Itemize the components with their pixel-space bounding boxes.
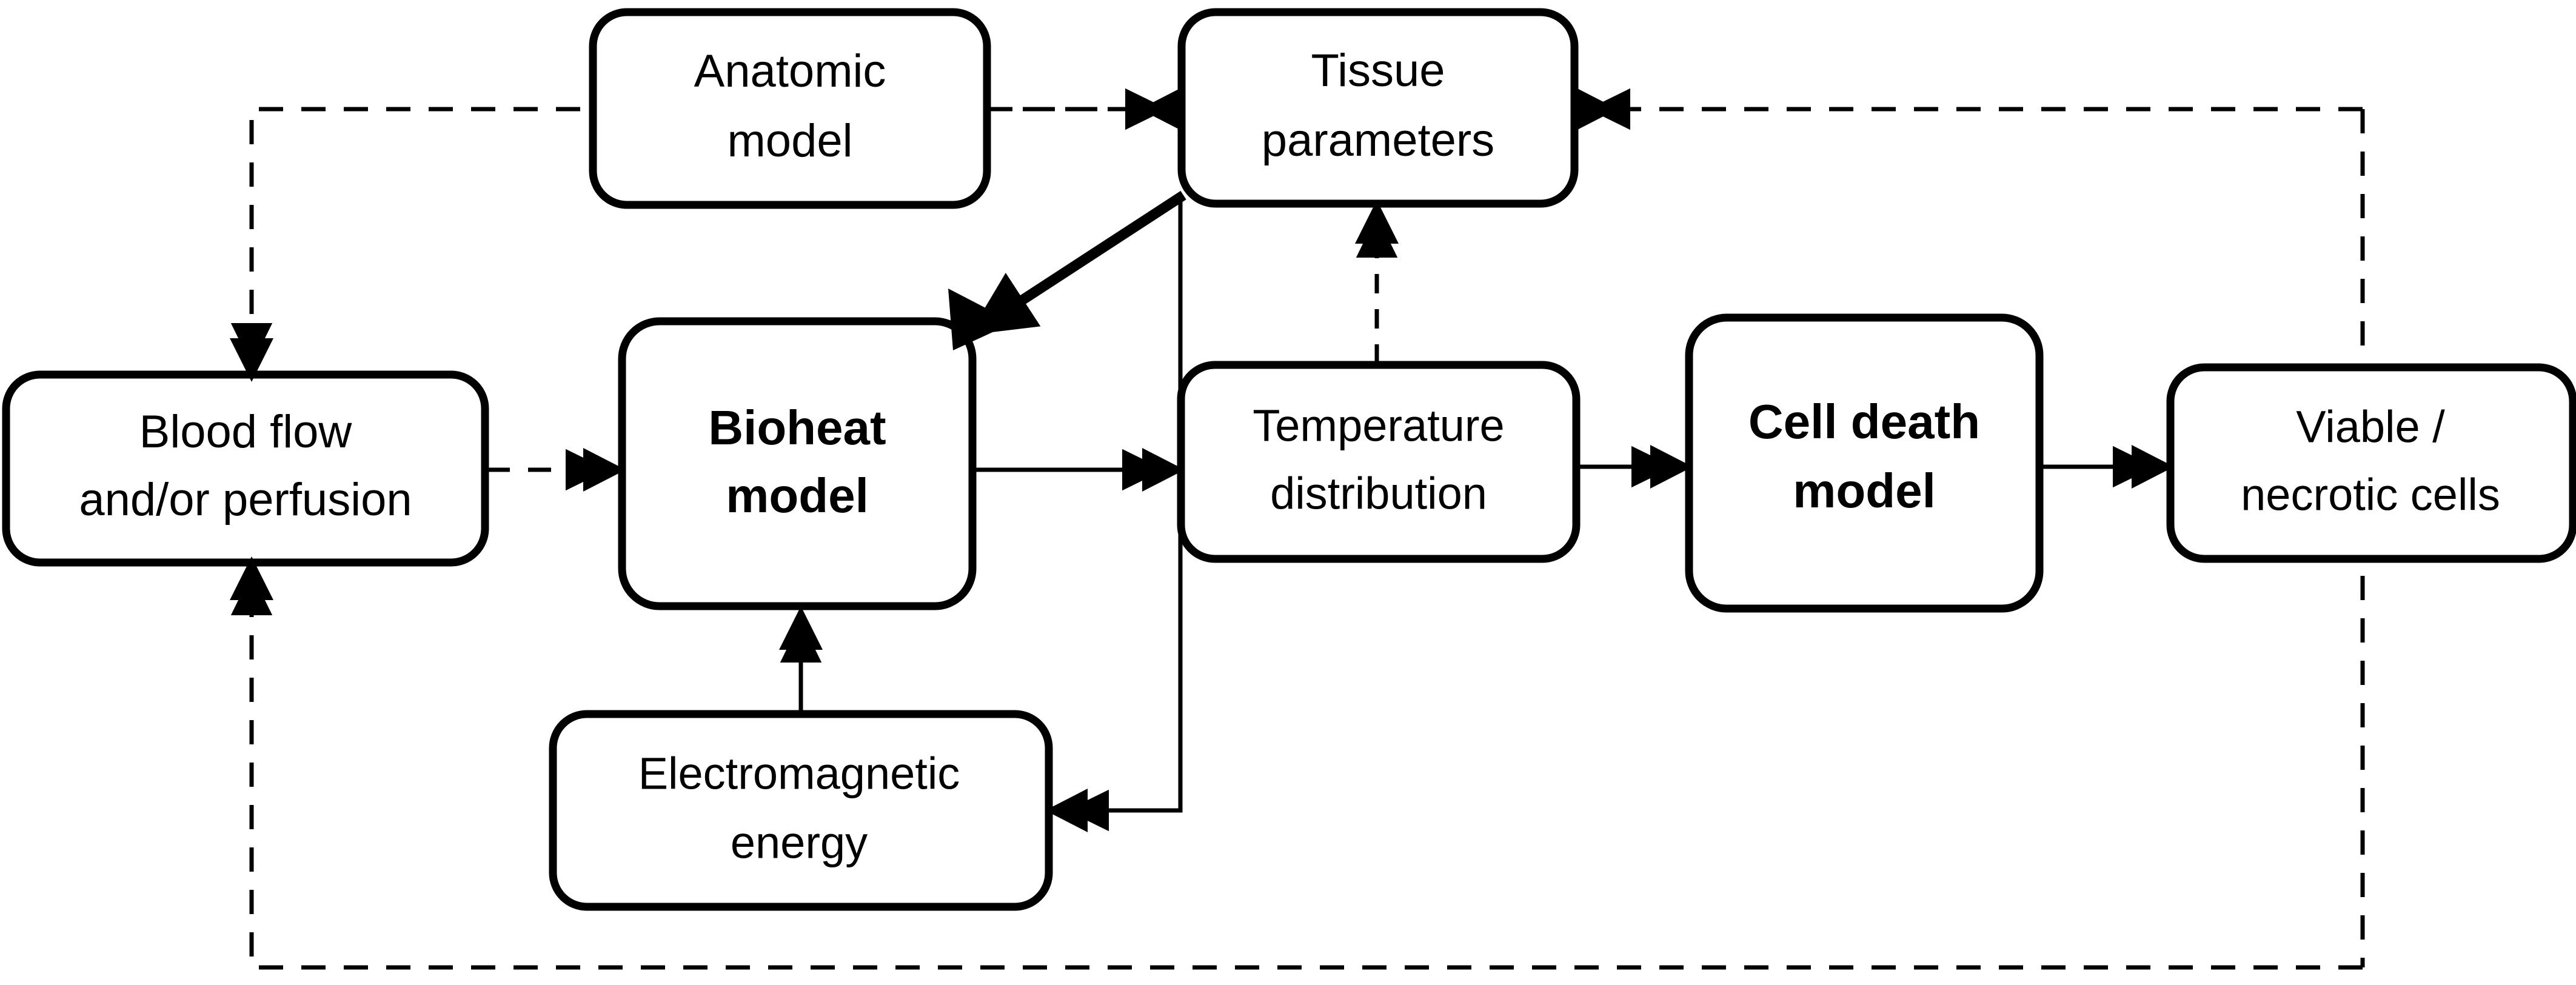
edge-temperature-to-em	[1066, 200, 1183, 832]
node-tissue-parameters-box[interactable]	[1177, 8, 1579, 208]
node-cell-death-model-box[interactable]	[1685, 313, 2044, 613]
arrowhead-into-tissue-bottom	[1355, 200, 1399, 244]
node-bioheat-model-line-1: Bioheat	[708, 401, 886, 455]
edge-tissue-to-bioheat	[968, 190, 1186, 337]
arrowhead-into-bioheat-diagonal	[948, 289, 1014, 350]
arrowhead-into-em-right	[1045, 789, 1088, 832]
node-tissue-parameters-line-2: parameters	[1262, 115, 1494, 166]
arrowhead-into-tissue-left	[1140, 87, 1182, 131]
node-temperature-distribution-line-1: Temperature	[1253, 401, 1504, 451]
node-electromagnetic-energy-line-2: energy	[731, 818, 868, 868]
arrowhead-overlay-layer	[230, 87, 2174, 832]
node-cell-death-model-line-1: Cell death	[1748, 395, 1980, 449]
node-bioheat-model-box[interactable]	[618, 317, 977, 610]
arrowhead-into-temperature-left	[1142, 448, 1185, 492]
node-tissue-parameters[interactable]: Tissue parameters	[1177, 8, 1579, 208]
node-temperature-distribution-line-2: distribution	[1270, 469, 1487, 519]
node-bioheat-model[interactable]: Bioheat model	[618, 317, 977, 610]
node-cell-death-model[interactable]: Cell death model	[1685, 313, 2044, 613]
node-tissue-parameters-line-1: Tissue	[1311, 45, 1445, 96]
node-electromagnetic-energy-box[interactable]	[549, 710, 1053, 911]
arrowhead-into-bloodflow-top	[230, 338, 273, 382]
node-electromagnetic-energy-line-1: Electromagnetic	[638, 749, 960, 799]
node-cell-death-model-line-2: model	[1793, 464, 1936, 518]
node-electromagnetic-energy[interactable]: Electromagnetic energy	[549, 710, 1053, 911]
node-viable-necrotic-cells-box[interactable]	[2166, 363, 2576, 563]
node-temperature-distribution-box[interactable]	[1177, 361, 1581, 563]
arrowhead-into-celldeath-left	[1650, 445, 1693, 489]
node-viable-necrotic-cells-line-2: necrotic cells	[2241, 470, 2500, 520]
node-blood-flow[interactable]: Blood flow and/or perfusion	[2, 370, 489, 567]
node-viable-necrotic-cells-line-1: Viable /	[2296, 402, 2445, 452]
node-anatomic-model-box[interactable]	[589, 8, 991, 209]
node-blood-flow-line-2: and/or perfusion	[79, 474, 412, 526]
node-anatomic-model-line-1: Anatomic	[694, 45, 886, 97]
node-anatomic-model-line-2: model	[728, 115, 853, 167]
node-viable-necrotic-cells[interactable]: Viable / necrotic cells	[2166, 363, 2576, 563]
node-blood-flow-box[interactable]	[2, 370, 489, 567]
node-anatomic-model[interactable]: Anatomic model	[589, 8, 991, 209]
node-bioheat-model-line-2: model	[726, 469, 869, 523]
arrowhead-into-bloodflow-bottom	[230, 556, 273, 600]
arrowhead-into-viable-left	[2132, 445, 2174, 489]
arrowhead-into-bioheat-bottom	[779, 606, 823, 650]
arrowhead-into-tissue-right	[1575, 87, 1618, 131]
node-layer: Anatomic model Tissue parameters Blood f…	[2, 8, 2576, 911]
arrowhead-into-bioheat-left	[583, 448, 626, 492]
node-blood-flow-line-1: Blood flow	[139, 406, 353, 458]
node-temperature-distribution[interactable]: Temperature distribution	[1177, 361, 1581, 563]
